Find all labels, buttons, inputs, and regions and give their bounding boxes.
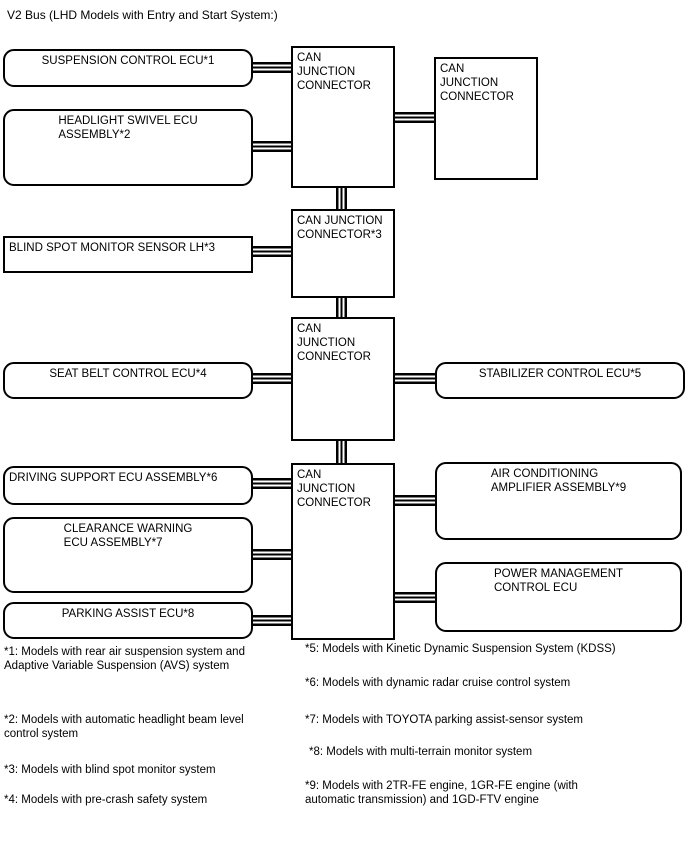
node-blind-spot-monitor-sensor: BLIND SPOT MONITOR SENSOR LH*3 xyxy=(3,236,253,273)
node-label: AIR CONDITIONING AMPLIFIER ASSEMBLY*9 xyxy=(490,468,627,494)
footnote-3: *3: Models with blind spot monitor syste… xyxy=(4,764,216,776)
node-label: DRIVING SUPPORT ECU ASSEMBLY*6 xyxy=(9,472,218,484)
footnote-1: *1: Models with rear air suspension syst… xyxy=(4,646,245,672)
footnote-5: *5: Models with Kinetic Dynamic Suspensi… xyxy=(305,643,616,655)
bus-line-headlight xyxy=(253,141,291,152)
footnote-7: *7: Models with TOYOTA parking assist-se… xyxy=(305,714,584,726)
bus-line-junction-right xyxy=(395,112,434,123)
diagram-title: V2 Bus (LHD Models with Entry and Start … xyxy=(7,8,278,22)
bus-line-parking xyxy=(253,615,291,626)
node-label: PARKING ASSIST ECU*8 xyxy=(61,608,195,620)
node-label: CAN JUNCTION CONNECTOR xyxy=(297,323,371,363)
bus-line-driving-support xyxy=(253,478,291,489)
bus-line-vertical-3 xyxy=(336,441,347,463)
bus-line-vertical-1 xyxy=(336,188,347,209)
node-label: POWER MANAGEMENT CONTROL ECU xyxy=(493,568,624,594)
node-can-junction-connector-mid: CAN JUNCTION CONNECTOR xyxy=(291,317,395,441)
node-clearance-warning-ecu: CLEARANCE WARNING ECU ASSEMBLY*7 xyxy=(3,517,253,593)
footnote-6: *6: Models with dynamic radar cruise con… xyxy=(305,677,571,689)
footnote-2: *2: Models with automatic headlight beam… xyxy=(4,714,244,740)
node-stabilizer-control-ecu: STABILIZER CONTROL ECU*5 xyxy=(435,362,685,399)
node-label: SEAT BELT CONTROL ECU*4 xyxy=(49,368,207,380)
node-headlight-swivel-ecu: HEADLIGHT SWIVEL ECU ASSEMBLY*2 xyxy=(3,109,253,186)
bus-line-suspension xyxy=(253,62,291,73)
node-driving-support-ecu: DRIVING SUPPORT ECU ASSEMBLY*6 xyxy=(3,466,253,505)
node-can-junction-connector-top: CAN JUNCTION CONNECTOR xyxy=(291,46,395,188)
node-label: CAN JUNCTION CONNECTOR*3 xyxy=(297,215,383,241)
node-label: HEADLIGHT SWIVEL ECU ASSEMBLY*2 xyxy=(58,115,198,141)
node-label: BLIND SPOT MONITOR SENSOR LH*3 xyxy=(9,242,215,254)
node-suspension-control-ecu: SUSPENSION CONTROL ECU*1 xyxy=(3,49,253,87)
node-can-junction-connector-3: CAN JUNCTION CONNECTOR*3 xyxy=(291,209,395,298)
bus-line-stabilizer xyxy=(395,373,435,384)
node-parking-assist-ecu: PARKING ASSIST ECU*8 xyxy=(3,602,253,639)
bus-line-power-management xyxy=(395,592,435,603)
node-can-junction-connector-right: CAN JUNCTION CONNECTOR xyxy=(434,57,538,180)
bus-line-blind-spot xyxy=(253,246,291,257)
node-label: SUSPENSION CONTROL ECU*1 xyxy=(41,55,215,67)
bus-line-ac-amplifier xyxy=(395,495,435,506)
bus-line-clearance xyxy=(253,549,291,560)
node-label: CAN JUNCTION CONNECTOR xyxy=(440,63,514,103)
footnote-9: *9: Models with 2TR-FE engine, 1GR-FE en… xyxy=(305,780,578,806)
footnote-8: *8: Models with multi-terrain monitor sy… xyxy=(309,746,533,758)
node-label: CLEARANCE WARNING ECU ASSEMBLY*7 xyxy=(63,523,193,549)
node-can-junction-connector-bottom: CAN JUNCTION CONNECTOR xyxy=(291,463,395,640)
node-seat-belt-control-ecu: SEAT BELT CONTROL ECU*4 xyxy=(3,362,253,399)
node-label: STABILIZER CONTROL ECU*5 xyxy=(478,368,642,380)
node-air-conditioning-amplifier: AIR CONDITIONING AMPLIFIER ASSEMBLY*9 xyxy=(435,462,682,540)
node-power-management-control-ecu: POWER MANAGEMENT CONTROL ECU xyxy=(435,562,682,632)
bus-line-seat-belt xyxy=(253,373,291,384)
node-label: CAN JUNCTION CONNECTOR xyxy=(297,469,371,509)
footnote-4: *4: Models with pre-crash safety system xyxy=(4,794,208,806)
node-label: CAN JUNCTION CONNECTOR xyxy=(297,52,371,92)
bus-line-vertical-2 xyxy=(336,298,347,317)
